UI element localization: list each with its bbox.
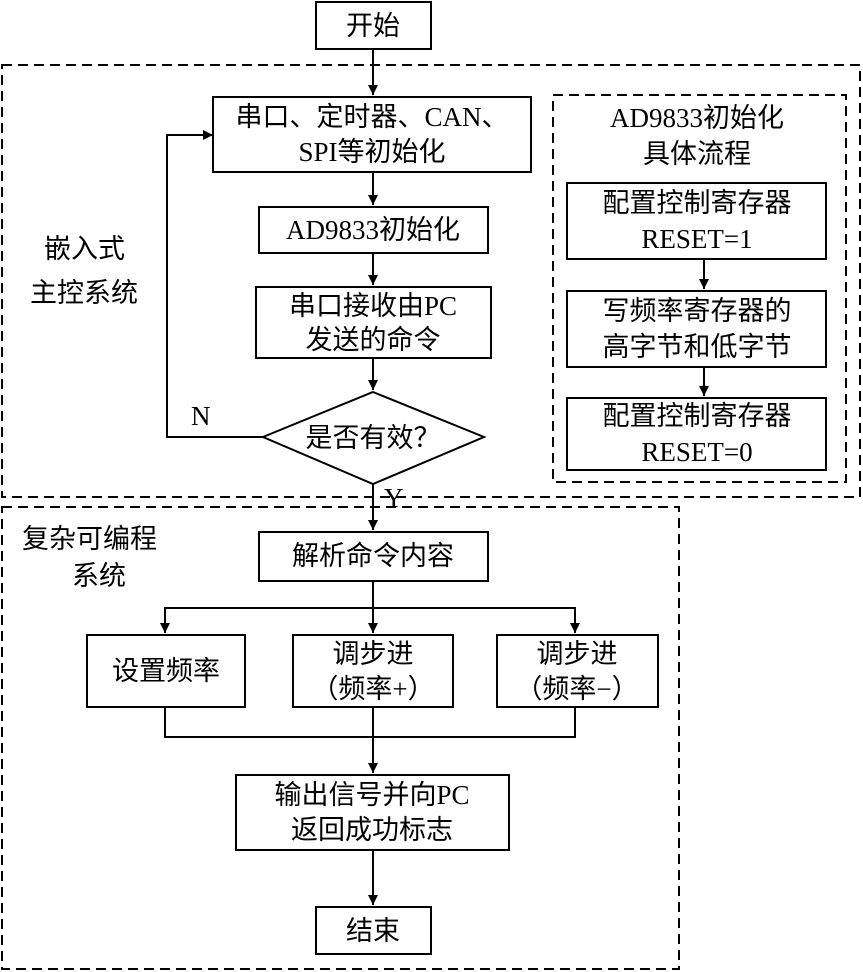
ad-detail-step3-line2: RESET=0 [641,437,752,467]
embedded-group-label-line1: 嵌入式 [44,234,125,264]
no-branch-label: N [191,401,211,431]
end-node: 结束 [315,906,432,955]
start-node: 开始 [315,1,432,50]
output-signal-line1: 输出信号并向PC [274,780,469,810]
output-signal-node: 输出信号并向PC 返回成功标志 [235,774,510,851]
peripheral-init-node: 串口、定时器、CAN、 SPI等初始化 [212,96,532,173]
output-signal-line2: 返回成功标志 [291,815,453,845]
ad-detail-step1-line2: RESET=1 [641,224,752,254]
step-up-node: 调步进 （频率+） [292,634,454,708]
embedded-system-group [1,64,861,498]
receive-command-line1: 串口接收由PC [289,291,457,321]
cpld-group-label-line2: 系统 [72,561,126,591]
valid-decision-node: 是否有效？ [260,390,487,486]
valid-decision-label: 是否有效？ [306,423,441,453]
ad9833-init-label: AD9833初始化 [286,215,460,245]
parse-command-node: 解析命令内容 [258,531,489,582]
parse-command-label: 解析命令内容 [292,541,454,571]
receive-command-line2: 发送的命令 [306,325,441,355]
cpld-group-label-line1: 复杂可编程 [22,524,157,554]
receive-command-node: 串口接收由PC 发送的命令 [255,286,492,359]
ad9833-init-node: AD9833初始化 [258,206,489,254]
ad9833-detail-group [552,94,847,483]
step-down-node: 调步进 （频率−） [496,634,659,708]
connectors [160,49,709,905]
cpld-system-group [1,506,680,970]
step-up-line2: （频率+） [311,674,434,704]
peripheral-init-line1: 串口、定时器、CAN、 [235,102,508,132]
start-label: 开始 [346,11,400,41]
ad-detail-step-write-freq: 写频率寄存器的 高字节和低字节 [566,290,827,368]
ad-detail-step2-line1: 写频率寄存器的 [603,296,792,326]
step-down-line2: （频率−） [515,674,638,704]
peripheral-init-line2: SPI等初始化 [298,137,445,167]
end-label: 结束 [346,916,400,946]
ad-detail-step3-line1: 配置控制寄存器 [603,401,792,431]
ad-detail-title-line2: 具体流程 [643,139,751,169]
set-frequency-node: 设置频率 [86,634,246,708]
set-frequency-label: 设置频率 [112,656,220,686]
ad-detail-step1-line1: 配置控制寄存器 [603,188,792,218]
ad-detail-step2-line2: 高字节和低字节 [603,332,792,362]
ad-detail-step-reset1: 配置控制寄存器 RESET=1 [566,182,827,260]
ad-detail-title-line1: AD9833初始化 [610,103,784,133]
ad-detail-step-reset0: 配置控制寄存器 RESET=0 [566,397,827,471]
embedded-group-label-line2: 主控系统 [30,278,138,308]
step-down-line1: 调步进 [537,639,618,669]
yes-branch-label: Y [384,483,404,513]
step-up-line1: 调步进 [333,639,414,669]
